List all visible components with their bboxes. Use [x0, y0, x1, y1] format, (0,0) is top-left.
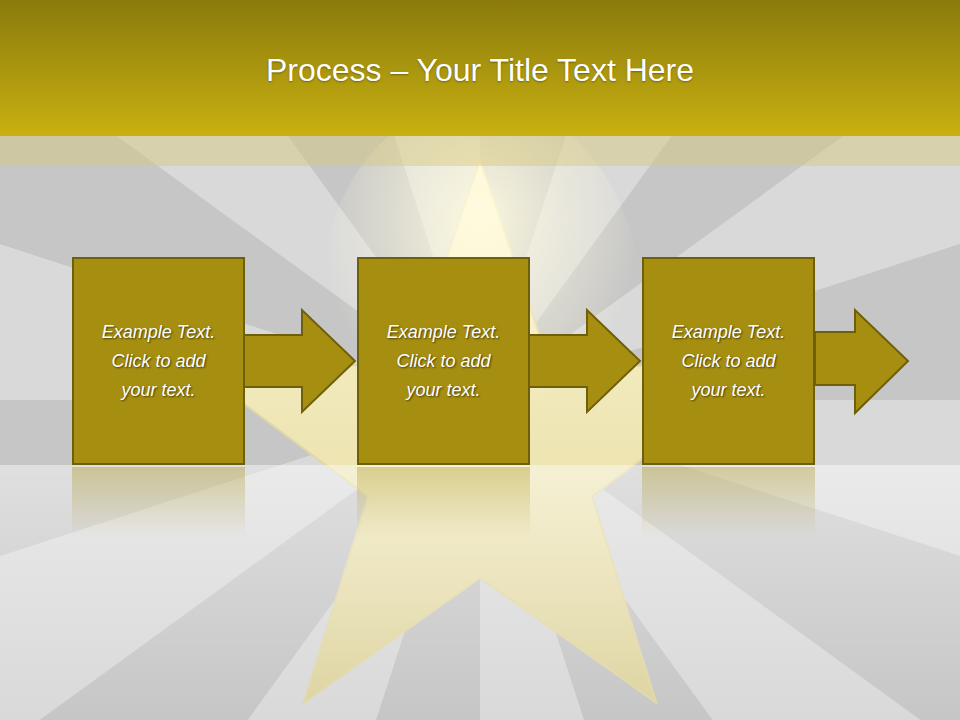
box-reflection [72, 467, 245, 537]
box-text: Example Text. Click to add your text. [664, 318, 793, 405]
header-band [0, 0, 960, 136]
process-box: Example Text. Click to add your text. [72, 257, 245, 465]
process-box: Example Text. Click to add your text. [642, 257, 815, 465]
slide-title: Process – Your Title Text Here [0, 52, 960, 89]
block-arrow [244, 310, 355, 412]
floor-reflection [0, 465, 960, 720]
process-box: Example Text. Click to add your text. [357, 257, 530, 465]
header-shadow-band [0, 136, 960, 166]
final-arrow [815, 310, 908, 413]
box-reflection [357, 467, 530, 537]
block-arrow [529, 310, 640, 412]
box-text: Example Text. Click to add your text. [94, 318, 223, 405]
box-text: Example Text. Click to add your text. [379, 318, 508, 405]
box-reflection [642, 467, 815, 537]
